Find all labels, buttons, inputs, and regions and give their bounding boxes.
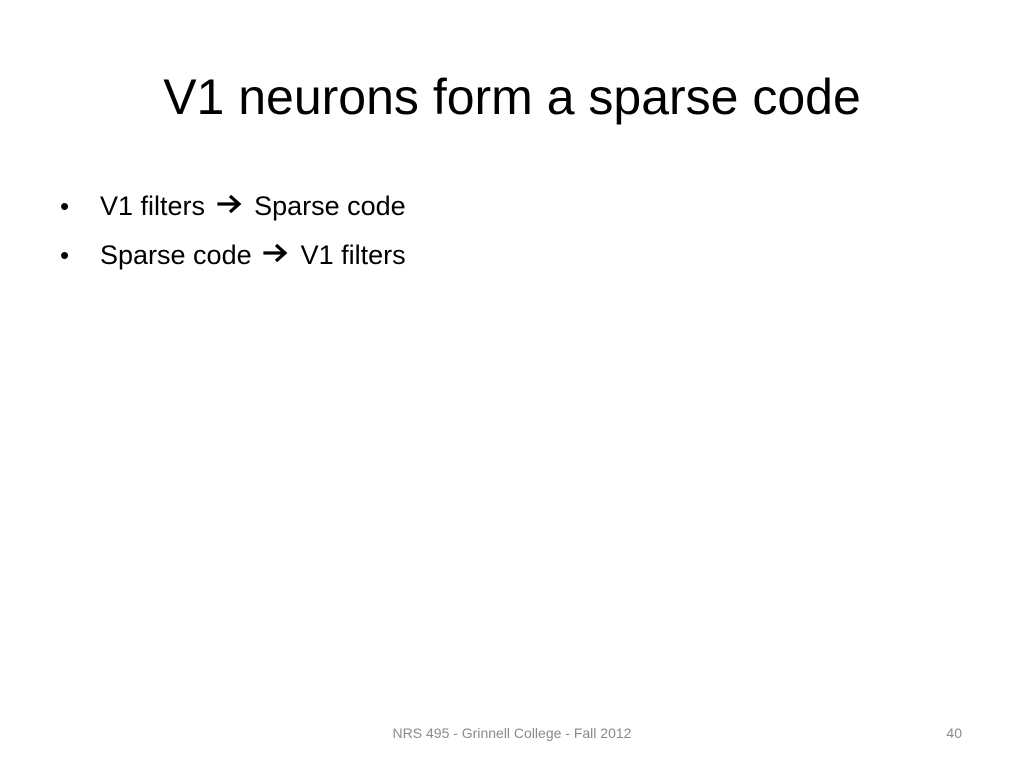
bullet-text-after: V1 filters [300,240,406,270]
bullet-list: • V1 filters Sparse code • Sparse code V… [60,186,406,284]
page-number: 40 [946,725,962,741]
bullet-text-before: Sparse code [100,240,252,270]
bullet-text-after: Sparse code [254,191,406,221]
bullet-item: • Sparse code V1 filters [60,235,406,275]
bullet-text-before: V1 filters [100,191,206,221]
bullet-dot: • [60,191,70,221]
bullet-dot: • [60,240,70,270]
slide-title: V1 neurons form a sparse code [163,69,861,125]
arrow-right-icon [216,186,243,226]
bullet-item: • V1 filters Sparse code [60,186,406,226]
arrow-right-icon [263,235,289,275]
slide-footer: NRS 495 - Grinnell College - Fall 2012 [392,725,632,741]
